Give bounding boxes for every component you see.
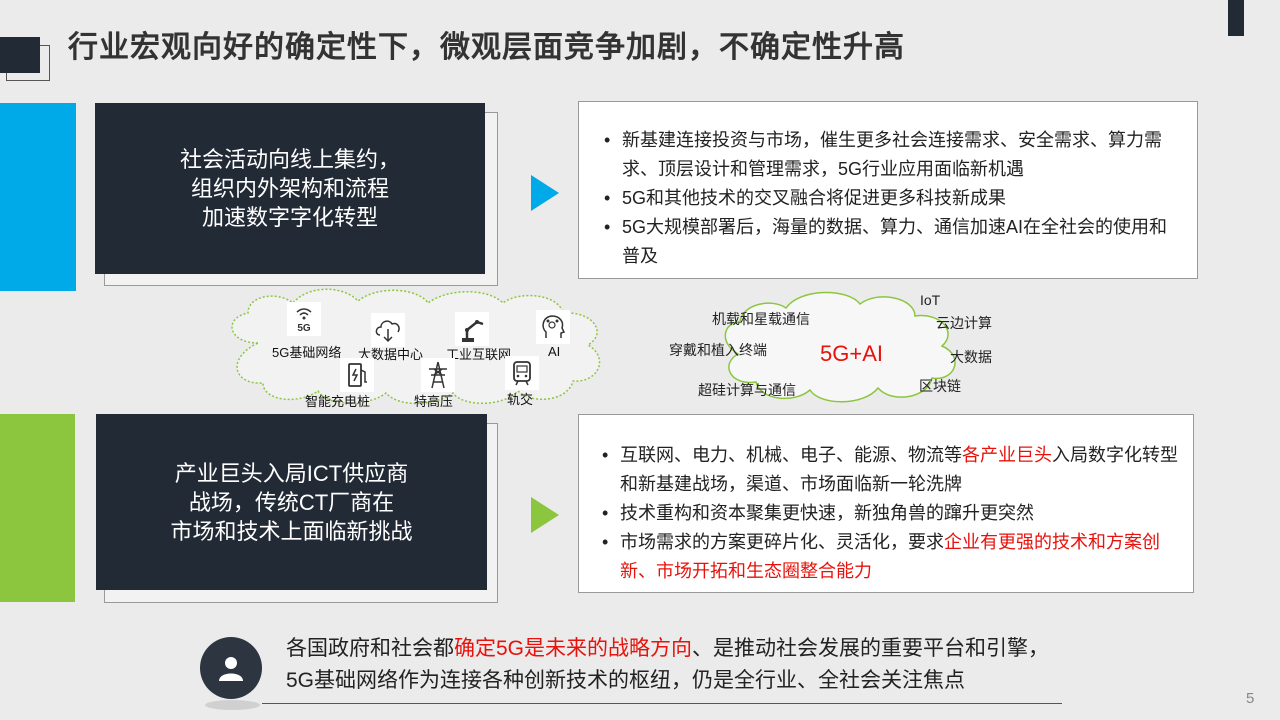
charging-pile-icon [340, 358, 374, 392]
bullet-item: 5G大规模部署后，海量的数据、算力、通信加速AI在全社会的使用和普及 [600, 213, 1180, 271]
cloud2-label: IoT [920, 292, 941, 308]
cloud-download-icon [371, 313, 405, 347]
page-number: 5 [1246, 690, 1255, 707]
arrow-right-green-icon [531, 497, 559, 533]
card2-line3: 市场和技术上面临新挑战 [170, 518, 413, 544]
cloud2-label: 超硅计算与通信 [698, 382, 796, 398]
cloud1-label: 特高压 [414, 394, 454, 409]
robot-arm-icon [455, 312, 489, 346]
page-title: 行业宏观向好的确定性下，微观层面竞争加剧，不确定性升高 [68, 31, 905, 64]
card1-line2: 组织内外架构和流程 [190, 176, 389, 201]
bullet-item: 互联网、电力、机械、电子、能源、物流等各产业巨头入局数字化转型和新基建战场，渠道… [598, 441, 1178, 499]
title-decoration-block [0, 37, 40, 73]
cloud2-label: 穿戴和植入终端 [669, 342, 767, 358]
card-industry-giants: 产业巨头入局ICT供应商 战场，传统CT厂商在 市场和技术上面临新挑战 [96, 414, 487, 590]
card2-line2: 战场，传统CT厂商在 [188, 489, 395, 515]
bottom-line1: 各国政府和社会都确定5G是未来的战略方向、是推动社会发展的重要平台和引擎， [286, 637, 1050, 660]
bullet-item: 市场需求的方案更碎片化、灵活化，要求企业有更强的技术和方案创新、市场开拓和生态圈… [598, 528, 1178, 586]
badge-5g: 5G [297, 323, 311, 334]
card1-line1: 社会活动向线上集约， [179, 147, 400, 172]
accent-bar-blue [0, 103, 76, 291]
cloud2-label: 机载和星载通信 [712, 311, 810, 327]
cloud2-label: 大数据 [950, 349, 992, 365]
cloud1-label: 大数据中心 [358, 347, 424, 362]
cloud1-label: 5G基础网络 [272, 345, 342, 360]
cloud2-label: 区块链 [919, 378, 961, 394]
bullet-item: 5G和其他技术的交叉融合将促进更多科技新成果 [600, 184, 1180, 213]
bullet-list-challenges: 互联网、电力、机械、电子、能源、物流等各产业巨头入局数字化转型和新基建战场，渠道… [598, 441, 1178, 586]
ai-head-icon [536, 310, 570, 344]
divider-line [262, 703, 1062, 704]
cloud-5g-ai [724, 291, 956, 403]
cloud2-center-label: 5G+AI [820, 341, 883, 366]
card-online-transformation: 社会活动向线上集约， 组织内外架构和流程 加速数字字化转型 [95, 103, 485, 274]
cloud1-label: 工业互联网 [446, 347, 512, 362]
cloud2-label: 云边计算 [936, 315, 992, 331]
bullet-list-opportunities: 新基建连接投资与市场，催生更多社会连接需求、安全需求、算力需求、顶层设计和管理需… [600, 126, 1180, 271]
bullet-item: 技术重构和资本聚集更快速，新独角兽的蹿升更突然 [598, 499, 1178, 528]
train-icon [505, 356, 539, 390]
arrow-right-blue-icon [531, 175, 559, 211]
wifi-5g-icon: 5G [287, 302, 321, 336]
accent-bar-green [0, 414, 75, 602]
bottom-line2: 5G基础网络作为连接各种创新技术的枢纽，仍是全行业、全社会关注焦点 [286, 669, 966, 692]
cloud1-label: 智能充电桩 [305, 394, 371, 409]
cloud1-label: 轨交 [507, 392, 534, 407]
avatar-shadow [205, 700, 260, 710]
top-right-decoration [1228, 0, 1244, 36]
user-avatar-icon [200, 637, 262, 699]
card2-line1: 产业巨头入局ICT供应商 [174, 460, 409, 486]
card1-line3: 加速数字字化转型 [201, 205, 378, 230]
cloud1-label: AI [548, 344, 561, 359]
bullet-item: 新基建连接投资与市场，催生更多社会连接需求、安全需求、算力需求、顶层设计和管理需… [600, 126, 1180, 184]
power-tower-icon [421, 358, 455, 392]
bottom-conclusion: 各国政府和社会都确定5G是未来的战略方向、是推动社会发展的重要平台和引擎， 5G… [286, 633, 1049, 697]
